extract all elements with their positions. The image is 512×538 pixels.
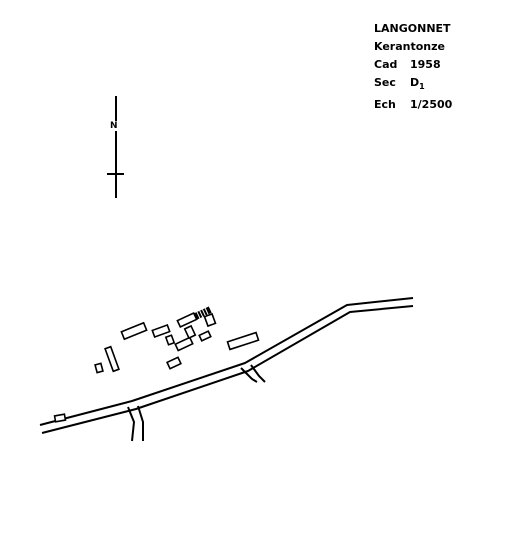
legend-sec-label: Sec	[374, 76, 396, 89]
legend-cad-row: Cad 1958	[374, 56, 452, 74]
legend-lieu-dit: Kerantonze	[374, 40, 445, 53]
branch-left	[127, 405, 144, 442]
road-branches	[127, 364, 266, 442]
legend-ech-row: Ech 1/2500	[374, 96, 452, 114]
legend-cad-year: 1958	[410, 58, 441, 71]
legend-sec-index: 1	[419, 82, 425, 91]
road-edge-north	[39, 297, 414, 426]
building	[120, 321, 148, 341]
building	[164, 334, 176, 346]
legend-sec-row: Sec D1	[374, 74, 452, 96]
hatched-building	[194, 306, 212, 320]
legend-cad-label: Cad	[374, 58, 398, 71]
north-arrow	[107, 96, 124, 198]
building	[53, 413, 67, 423]
legend-sec-value: D1	[410, 74, 425, 96]
branch-right	[240, 364, 266, 383]
legend-sec-letter: D	[410, 76, 420, 89]
building	[226, 331, 260, 351]
road-edge-south	[41, 305, 414, 434]
building	[166, 356, 182, 370]
building	[174, 336, 194, 352]
road	[39, 297, 414, 434]
building	[94, 362, 104, 374]
legend-ech-value: 1/2500	[410, 98, 453, 111]
building	[104, 345, 120, 373]
north-label: N	[110, 121, 118, 131]
legend-ech-label: Ech	[374, 98, 396, 111]
building	[203, 312, 217, 328]
building	[151, 323, 171, 339]
map-legend: LANGONNET Kerantonze Cad 1958 Sec D1 Ech…	[374, 20, 452, 114]
legend-commune: LANGONNET	[374, 22, 451, 35]
building	[183, 324, 197, 340]
building	[176, 311, 198, 329]
building	[198, 330, 212, 342]
buildings	[53, 311, 260, 423]
